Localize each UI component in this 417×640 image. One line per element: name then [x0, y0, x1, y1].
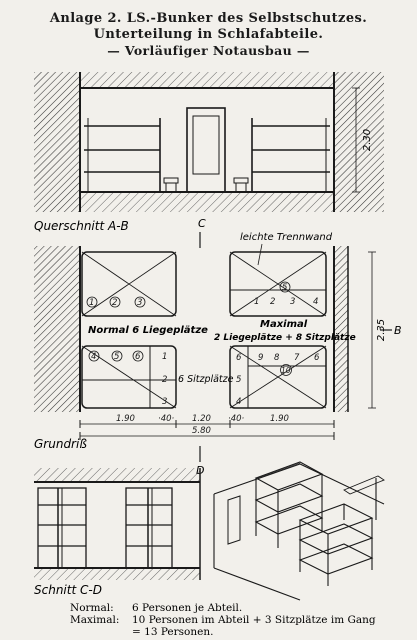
- title-line-1: Anlage 2. LS.-Bunker des Selbstschutzes.: [49, 11, 368, 26]
- max-note-2: 2 Liegeplätze + 8 Sitzplätze: [214, 333, 356, 343]
- cross-section-ab: [34, 72, 384, 212]
- normal-note: Normal 6 Liegeplätze: [88, 325, 208, 336]
- seat-label: 4: [236, 397, 241, 407]
- section-ab-label: Querschnitt A-B: [34, 219, 129, 233]
- isometric-view: [213, 461, 385, 601]
- max-note-1: Maximal: [260, 319, 308, 330]
- title-line-2: Unterteilung in Schlafabteile.: [93, 27, 324, 42]
- seat-label: 6: [314, 353, 320, 363]
- legend-max-text: 10 Personen im Abteil + 3 Sitzplätze im …: [132, 614, 376, 626]
- seat-label: 9: [258, 353, 263, 363]
- bunk-label: 3: [137, 298, 142, 308]
- height-plan-dim: 2.35: [376, 319, 387, 341]
- dim-right-gap: ·40·: [228, 414, 245, 424]
- floor-plan: [34, 246, 392, 462]
- legend-max-total: = 13 Personen.: [132, 626, 213, 638]
- floor-plan-label: Grundriß: [34, 437, 87, 451]
- seat-label: 4: [313, 297, 318, 307]
- bunk-label: 1: [89, 298, 94, 308]
- seat-label: 8: [274, 353, 280, 363]
- left-bunk-numbers-top: 1 2 3: [86, 296, 146, 308]
- left-wall-hatch: [34, 72, 80, 212]
- height-section-dim: 2.30: [362, 129, 373, 151]
- dim-right-width: 1.90: [270, 414, 289, 424]
- right-numbers: 5 1 2 3 4 6 9 8 7 6 10 5 4: [236, 281, 320, 407]
- partition-label: leichte Trennwand: [240, 232, 333, 243]
- left-bunk-numbers-bottom: 4 5 6 1 2 3: [88, 350, 167, 407]
- bunk-label: 4: [91, 352, 96, 362]
- seat-label: 3: [162, 397, 167, 407]
- legend-max-label: Maximal:: [70, 614, 119, 626]
- title-line-3: — Vorläufiger Notausbau —: [107, 43, 310, 58]
- dim-left-gap: ·40·: [158, 414, 175, 424]
- seat-label: 1: [162, 352, 167, 362]
- dim-left-width: 1.90: [116, 414, 135, 424]
- seat-label: 6: [236, 353, 242, 363]
- seat-label: 2: [270, 297, 275, 307]
- bunk-label: 5: [282, 283, 287, 293]
- seat-label: 7: [294, 353, 300, 363]
- bunk-label: 10: [281, 366, 291, 375]
- width-dimensions: 1.90 ·40· 1.20 ·40· 1.90 5.80: [116, 414, 289, 436]
- section-cd-label: Schnitt C-D: [34, 583, 102, 597]
- seat-label: 1: [254, 297, 259, 307]
- door: [186, 107, 226, 193]
- ceiling-hatch: [80, 72, 334, 88]
- bunk-label: 5: [114, 352, 119, 362]
- seat-label: 3: [290, 297, 295, 307]
- bunk-label: 2: [112, 298, 117, 308]
- bunk-label: 6: [135, 352, 141, 362]
- dim-center-width: 1.20: [192, 414, 211, 424]
- seat-label: 2: [162, 375, 167, 385]
- marker-c: C: [198, 217, 206, 230]
- seats-note: 6 Sitzplätze: [178, 374, 234, 385]
- marker-b: B: [394, 324, 402, 337]
- section-cd: [34, 468, 201, 580]
- legend-normal-text: 6 Personen je Abteil.: [132, 602, 242, 614]
- floor-hatch: [80, 192, 334, 212]
- right-wall-hatch: [334, 72, 384, 212]
- seat-label: 5: [236, 375, 241, 385]
- dim-total-width: 5.80: [192, 426, 211, 436]
- legend-normal-label: Normal:: [70, 602, 114, 614]
